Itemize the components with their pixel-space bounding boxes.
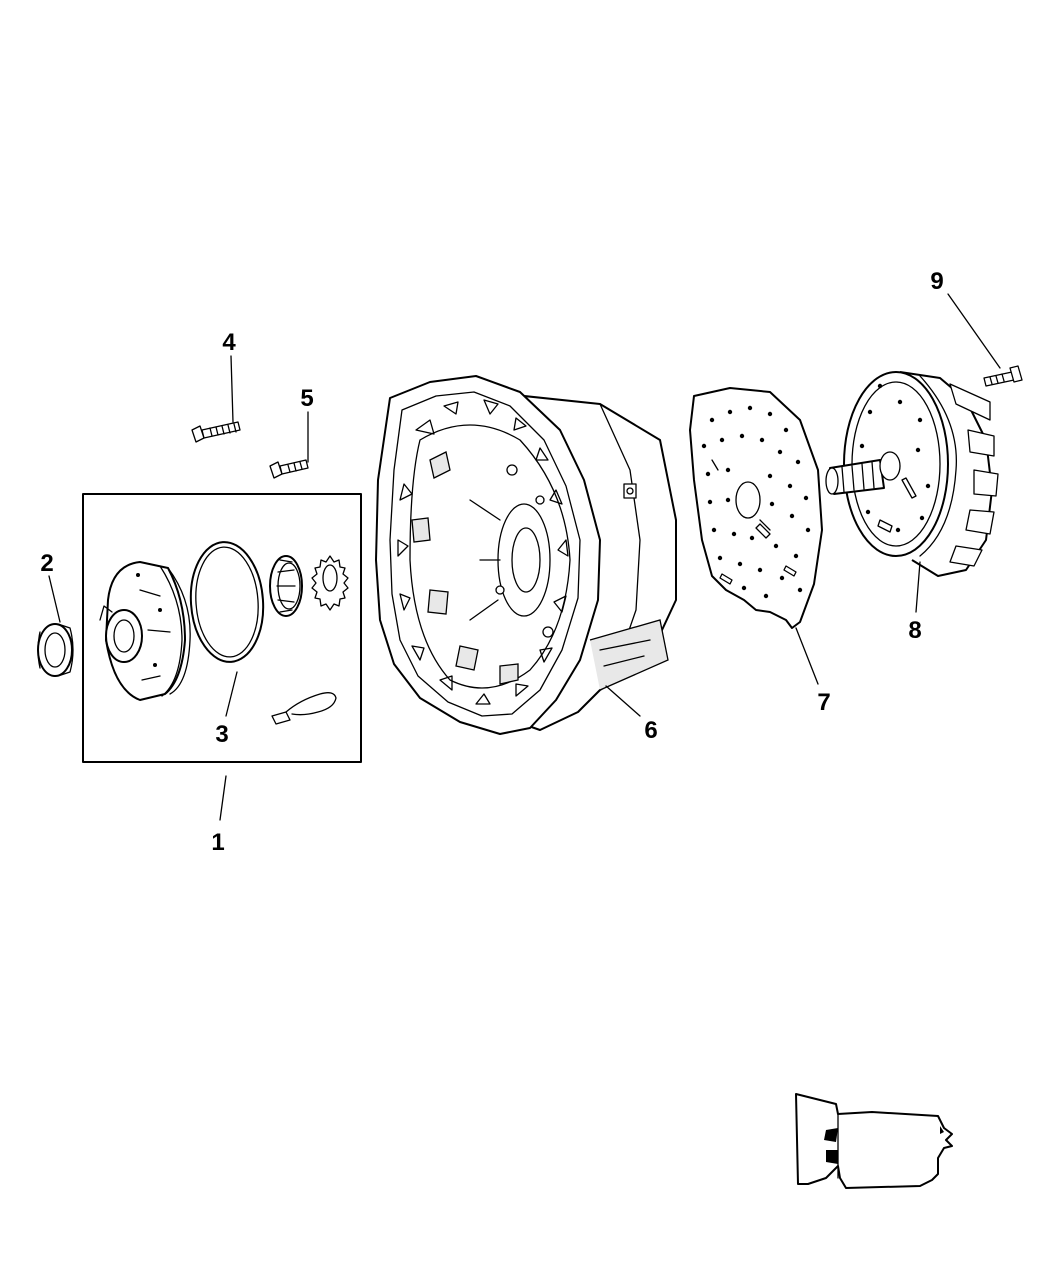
callout-1: 1 xyxy=(211,829,224,856)
leader-line-7 xyxy=(795,627,819,685)
bolt-icon[interactable] xyxy=(269,459,309,479)
callout-9: 9 xyxy=(930,268,943,295)
leader-line-2 xyxy=(48,575,61,623)
outer-gear-icon[interactable] xyxy=(269,555,303,617)
leader-line-6 xyxy=(605,685,641,717)
pump-assembly-box-icon[interactable] xyxy=(82,493,362,763)
leader-line-9 xyxy=(947,293,1001,369)
separator-plate-icon[interactable] xyxy=(689,387,823,629)
callout-6: 6 xyxy=(644,717,657,744)
bolt-icon[interactable] xyxy=(191,421,241,443)
leader-line-4 xyxy=(230,355,234,423)
clip-icon[interactable] xyxy=(271,692,337,725)
pump-cover-icon[interactable] xyxy=(825,371,999,577)
transmission-locator-icon xyxy=(795,1093,953,1189)
leader-line-1 xyxy=(219,775,227,821)
callout-2: 2 xyxy=(40,550,53,577)
leader-line-8 xyxy=(915,561,921,613)
inner-gear-icon[interactable] xyxy=(311,555,349,611)
callout-4: 4 xyxy=(222,329,236,356)
callout-7: 7 xyxy=(817,689,830,716)
bolt-icon[interactable] xyxy=(983,365,1023,387)
leader-line-3 xyxy=(225,671,238,717)
o-ring-icon[interactable] xyxy=(187,540,267,665)
callout-5: 5 xyxy=(300,385,313,412)
callout-8: 8 xyxy=(908,617,921,644)
pump-body-icon[interactable] xyxy=(99,561,191,701)
callout-3: 3 xyxy=(215,721,228,748)
transmission-housing-icon[interactable] xyxy=(375,375,677,735)
seal-ring-icon[interactable] xyxy=(37,623,74,677)
